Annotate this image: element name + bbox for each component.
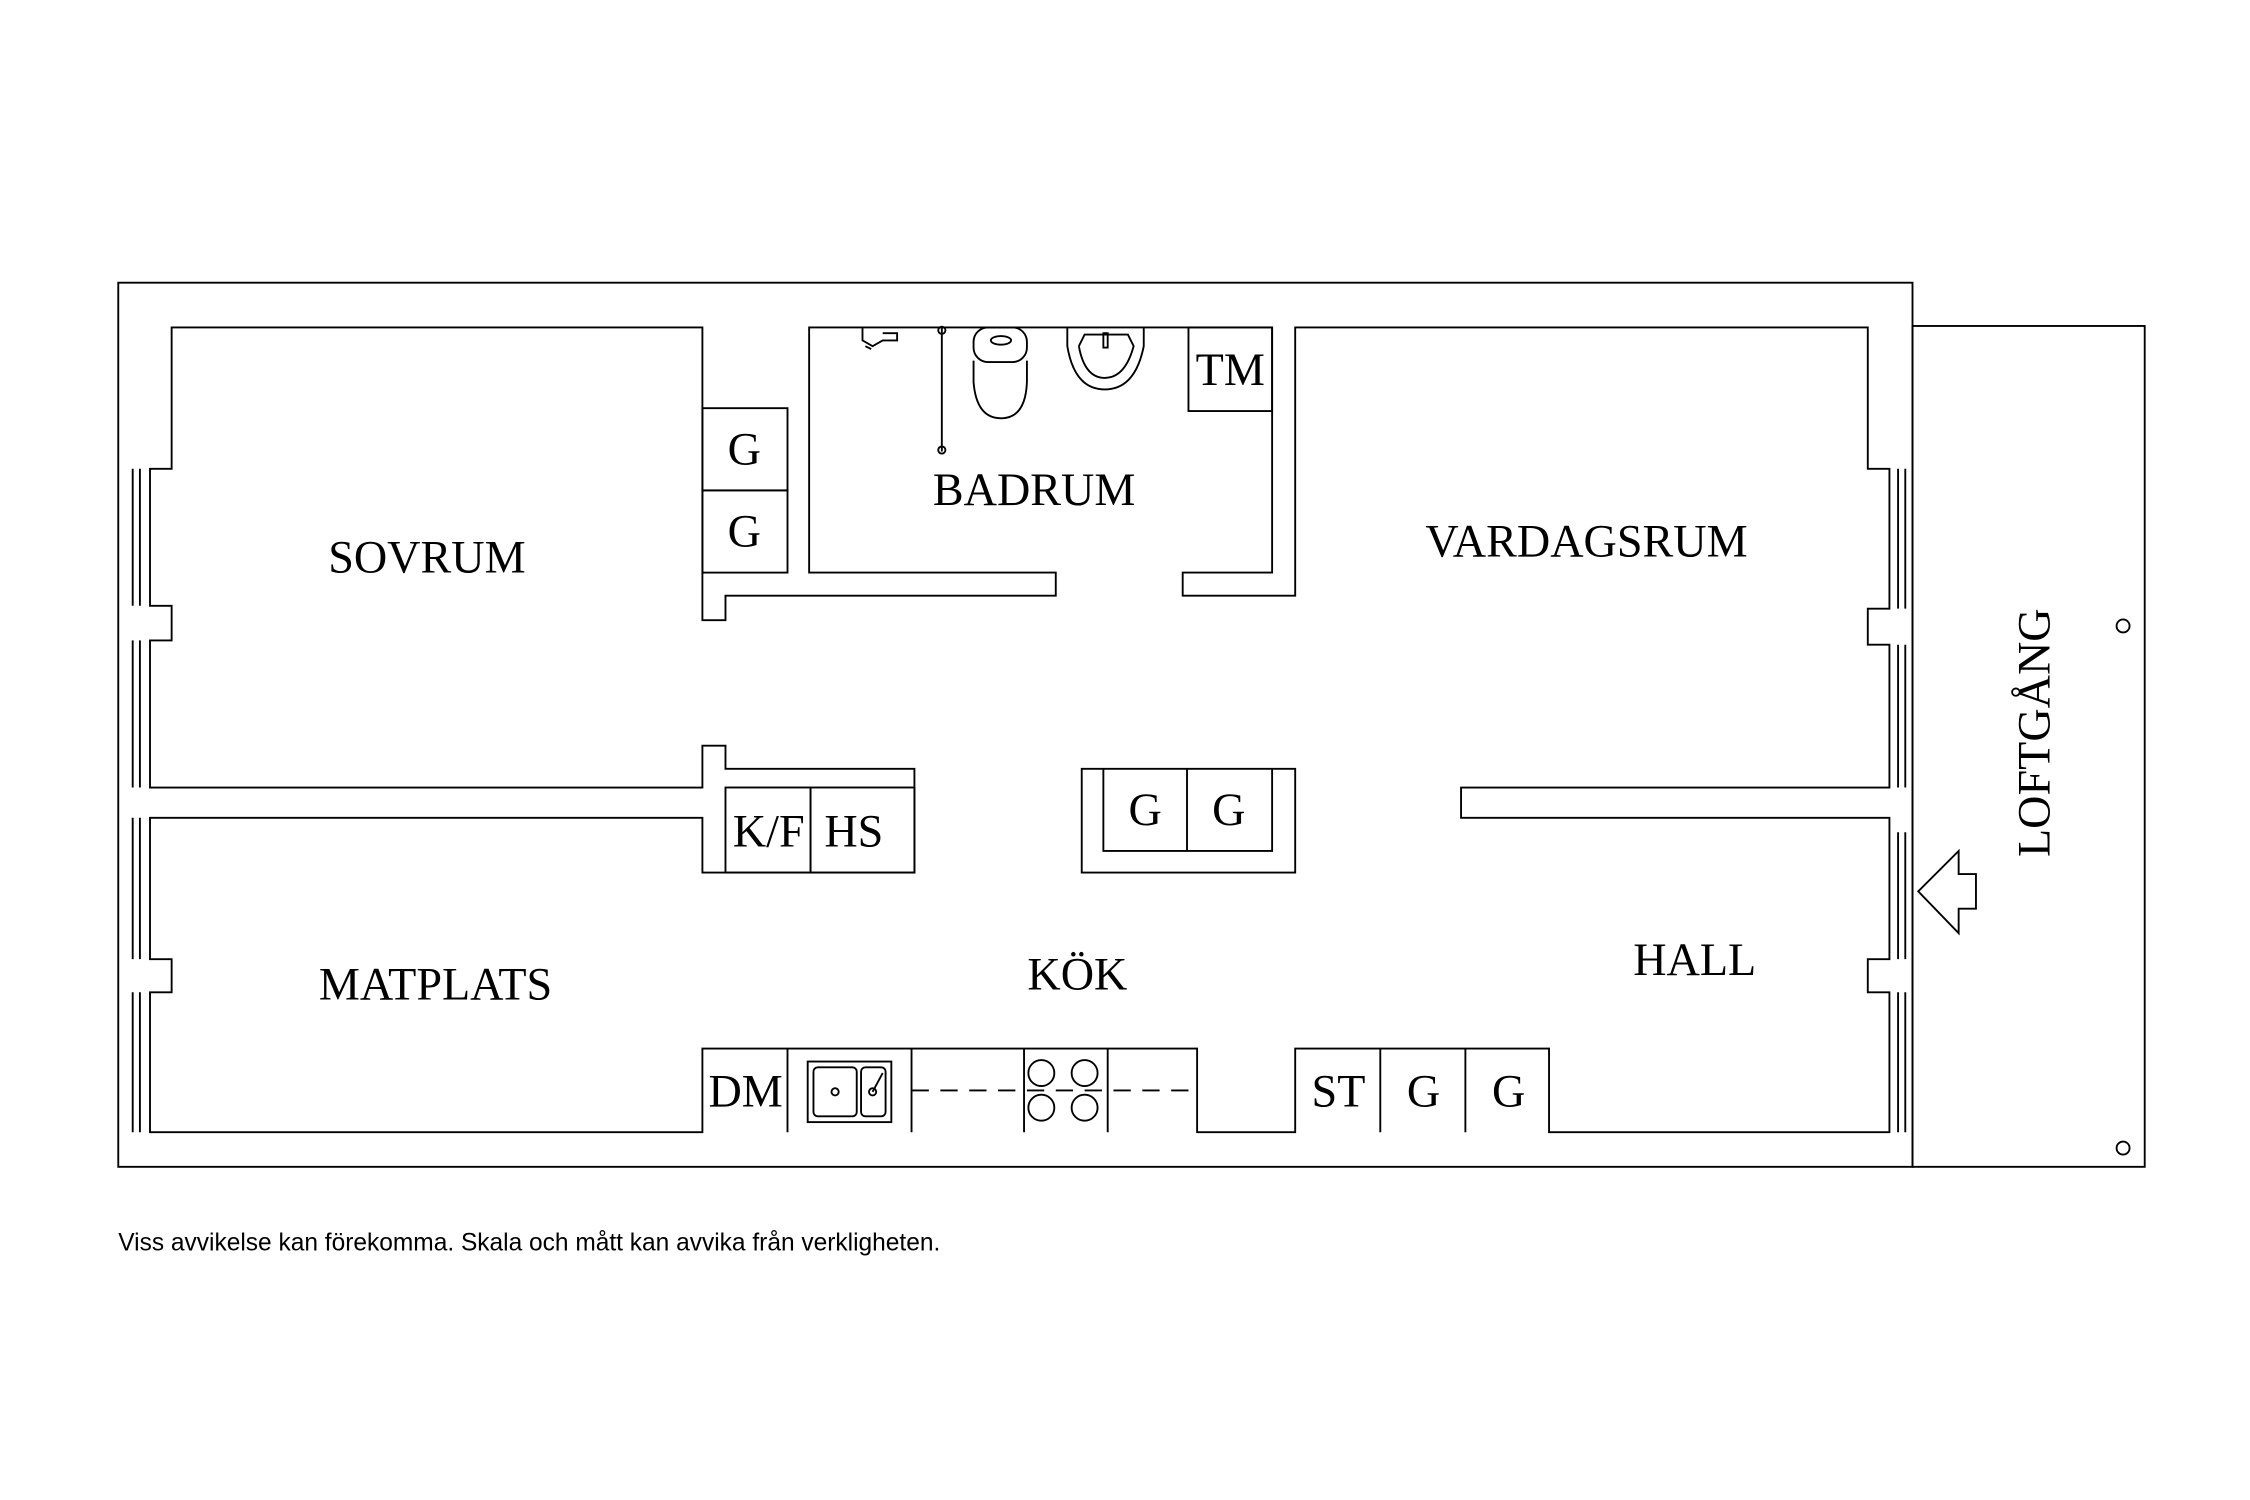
wardrobe-label: G (728, 423, 761, 474)
footer-note: Viss avvikelse kan förekomma. Skala och … (118, 1229, 940, 1256)
wardrobe-label: G (1492, 1065, 1525, 1116)
entrance-arrow-icon (1916, 848, 1977, 936)
room-matplats: MATPLATS (319, 959, 552, 1010)
room-sovrum: SOVRUM (328, 532, 525, 583)
room-hall: HALL (1633, 934, 1756, 985)
toilet-icon (972, 326, 1028, 420)
shower-icon (861, 325, 947, 455)
wardrobe-label: G (1129, 784, 1162, 835)
marker-icon (2115, 618, 2131, 634)
sink-icon (1066, 327, 1145, 391)
wardrobe-label: G (1212, 784, 1245, 835)
tm-label: TM (1196, 344, 1265, 395)
room-vardagsrum: VARDAGSRUM (1425, 516, 1747, 567)
stove-icon (1027, 1059, 1099, 1122)
storage-label: ST (1312, 1065, 1366, 1116)
wardrobe-label: G (728, 506, 761, 557)
walls (117, 281, 2146, 1168)
tm-box (1187, 326, 1274, 412)
room-badrum: BADRUM (933, 464, 1136, 515)
marker-icon (2115, 1140, 2131, 1156)
room-loftgang: LOFTGÅNG (2009, 608, 2060, 857)
kitchen-sink-icon (806, 1060, 893, 1124)
dishwasher-label: DM (708, 1065, 782, 1116)
loftgang-area (1911, 325, 2146, 1168)
wardrobe-label: G (1407, 1065, 1440, 1116)
fridge-freezer-label: K/F (733, 806, 805, 857)
tall-cabinet-label: HS (824, 806, 883, 857)
room-kok: KÖK (1027, 948, 1127, 999)
